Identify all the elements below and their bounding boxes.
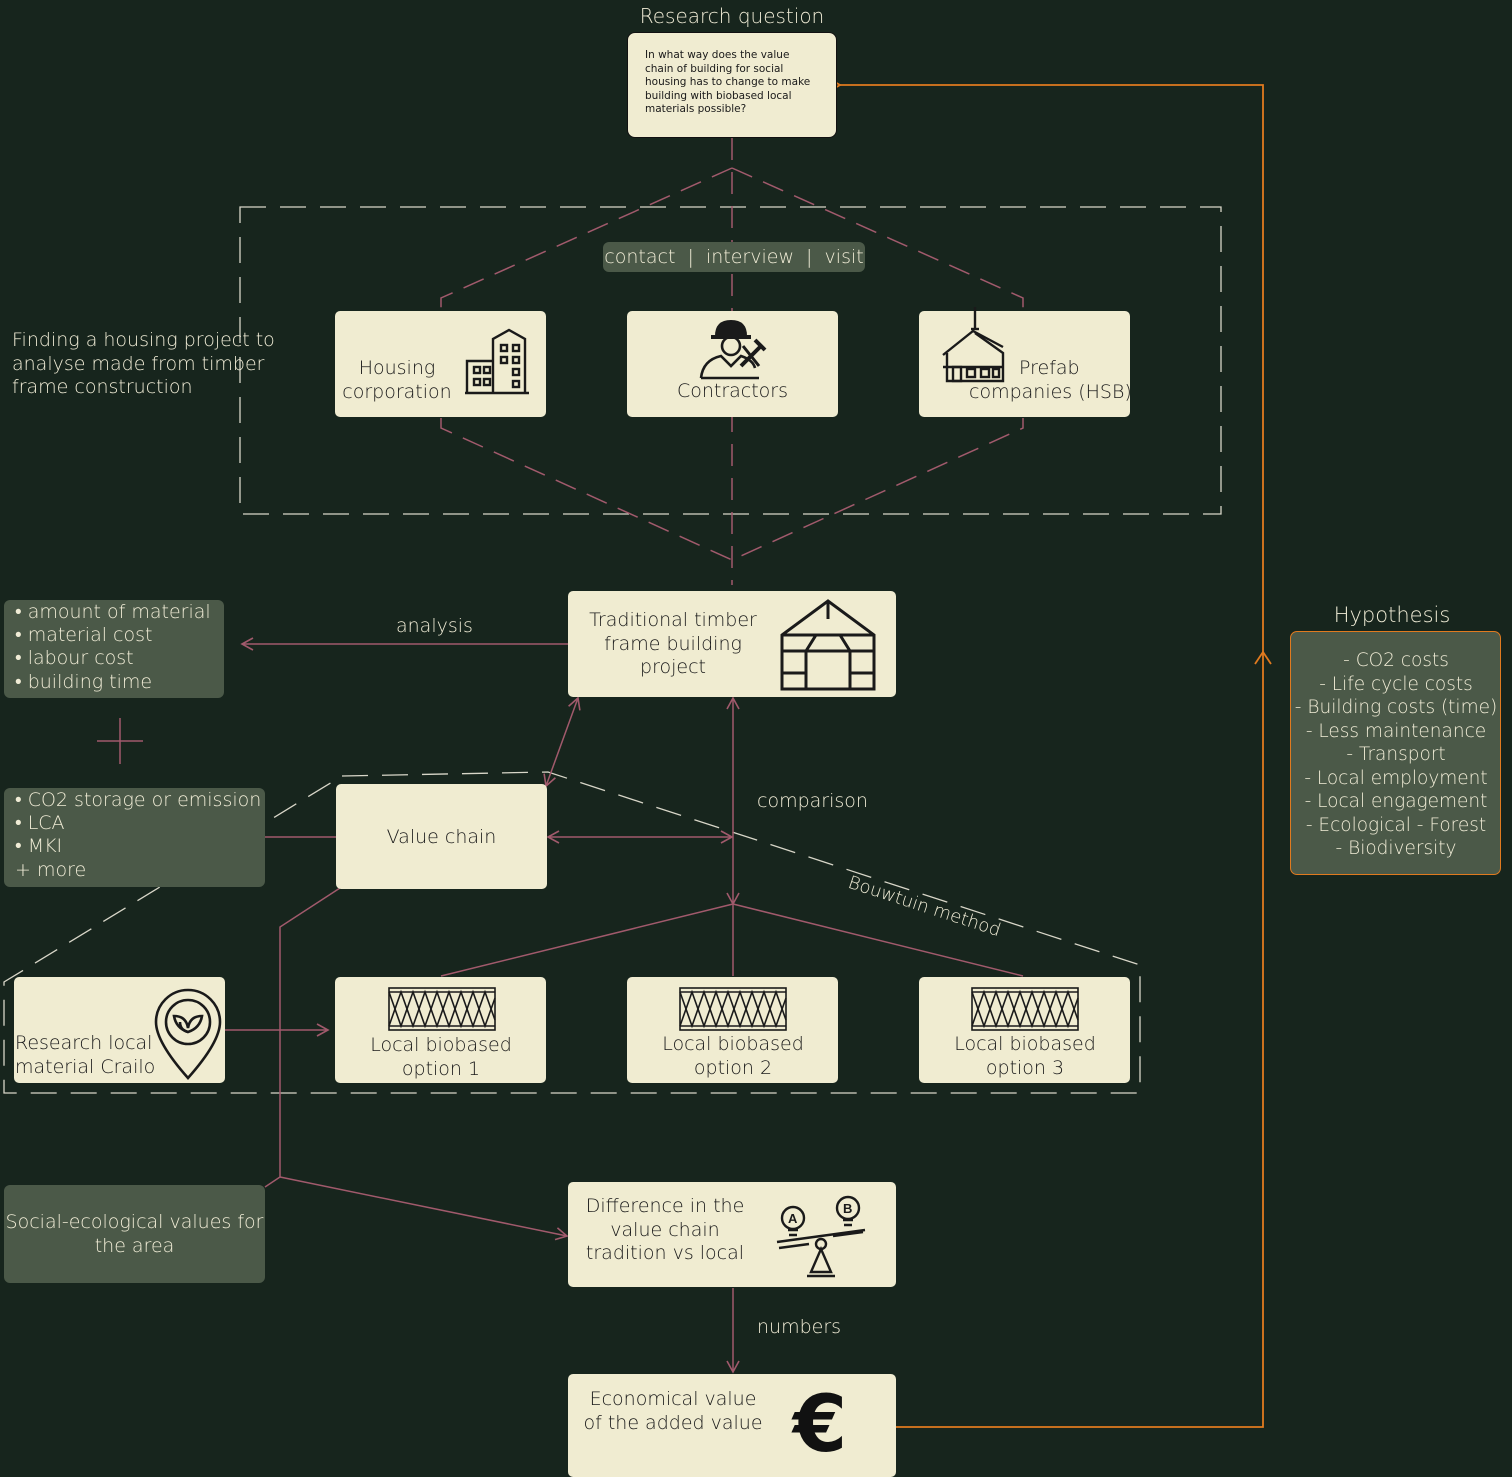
insulation-icon xyxy=(971,987,1079,1031)
hypothesis-item: - Building costs (time) xyxy=(1294,697,1498,718)
hypothesis-item: - Biodiversity xyxy=(1335,838,1457,859)
hypothesis-title: Hypothesis xyxy=(1333,603,1451,627)
economical-value-box: Economical value of the added value € xyxy=(568,1374,896,1477)
option-1-label: Local biobased option 1 xyxy=(370,1034,512,1080)
option-3-box: Local biobased option 3 xyxy=(919,977,1130,1083)
prefab-house-icon xyxy=(942,307,1005,383)
hypothesis-item: - CO2 costs xyxy=(1343,650,1449,671)
insulation-icon xyxy=(388,987,496,1031)
difference-box: Difference in the value chain tradition … xyxy=(568,1182,896,1287)
social-ecological-box: Social-ecological values for the area xyxy=(4,1185,265,1283)
traditional-project-box: Traditional timber frame building projec… xyxy=(568,591,896,697)
analysis-label: analysis xyxy=(396,615,473,637)
analysis-items-box: • amount of material • material cost • l… xyxy=(4,600,224,698)
impact-item-3: • MKI xyxy=(15,835,63,857)
hypothesis-item: - Ecological - Forest xyxy=(1305,815,1487,836)
euro-icon: € xyxy=(792,1380,848,1470)
impact-item-2: • LCA xyxy=(15,812,65,834)
compare-scale-icon: A B xyxy=(776,1195,866,1278)
hypothesis-item: - Life cycle costs xyxy=(1319,674,1473,695)
analysis-item-2: • material cost xyxy=(15,624,153,646)
comparison-label: comparison xyxy=(757,790,868,812)
impact-items-box: • CO2 storage or emission • LCA • MKI + … xyxy=(4,788,265,887)
svg-text:B: B xyxy=(843,1201,852,1216)
housing-corporation-box: Housing corporation xyxy=(335,311,546,417)
housing-corporation-label: Housing corporation xyxy=(342,357,452,403)
research-question-box: In what way does the value chain of buil… xyxy=(627,32,837,138)
analysis-item-1: • amount of material xyxy=(15,601,211,623)
hypothesis-item: - Transport xyxy=(1346,744,1446,765)
apartment-building-icon xyxy=(465,328,529,395)
research-local-material-box: Research local material Crailo xyxy=(14,977,225,1083)
analysis-item-4: • building time xyxy=(15,671,153,693)
svg-text:A: A xyxy=(788,1211,798,1226)
timber-frame-icon xyxy=(780,599,876,691)
prefab-companies-label: Prefab companies (HSB) xyxy=(969,357,1132,403)
difference-label: Difference in the value chain tradition … xyxy=(585,1195,745,1264)
numbers-label: numbers xyxy=(757,1316,842,1338)
analysis-item-3: • labour cost xyxy=(15,647,134,669)
research-question-text: In what way does the value chain of buil… xyxy=(645,49,811,116)
hypothesis-item: - Local employment xyxy=(1304,768,1488,789)
option-2-box: Local biobased option 2 xyxy=(627,977,838,1083)
option-1-box: Local biobased option 1 xyxy=(335,977,546,1083)
hypothesis-box: - CO2 costs - Life cycle costs - Buildin… xyxy=(1290,631,1501,875)
finding-project-note: Finding a housing project to analyse mad… xyxy=(12,329,275,398)
social-ecological-label: Social-ecological values for the area xyxy=(5,1211,264,1257)
contact-tag-label: contact | interview | visit xyxy=(604,246,864,268)
value-chain-label: Value chain xyxy=(386,826,497,848)
economical-value-label: Economical value of the added value xyxy=(583,1388,763,1434)
option-3-label: Local biobased option 3 xyxy=(954,1033,1096,1079)
option-2-label: Local biobased option 2 xyxy=(662,1033,804,1079)
impact-item-4: + more xyxy=(15,859,87,881)
construction-worker-icon xyxy=(699,320,767,380)
contact-tag: contact | interview | visit xyxy=(603,242,865,272)
hypothesis-item: - Less maintenance xyxy=(1305,721,1487,742)
hypothesis-item: - Local engagement xyxy=(1304,791,1488,812)
location-leaf-icon xyxy=(154,988,222,1080)
insulation-icon xyxy=(679,987,787,1031)
research-question-title: Research question xyxy=(639,4,825,28)
prefab-companies-box: Prefab companies (HSB) xyxy=(919,307,1132,417)
contractors-box: Contractors xyxy=(627,311,838,417)
contractors-label: Contractors xyxy=(676,380,789,402)
research-local-material-label: Research local material Crailo xyxy=(15,1032,156,1078)
value-chain-box: Value chain xyxy=(336,784,547,889)
traditional-project-label: Traditional timber frame building projec… xyxy=(589,609,757,678)
impact-item-1: • CO2 storage or emission xyxy=(15,789,262,811)
